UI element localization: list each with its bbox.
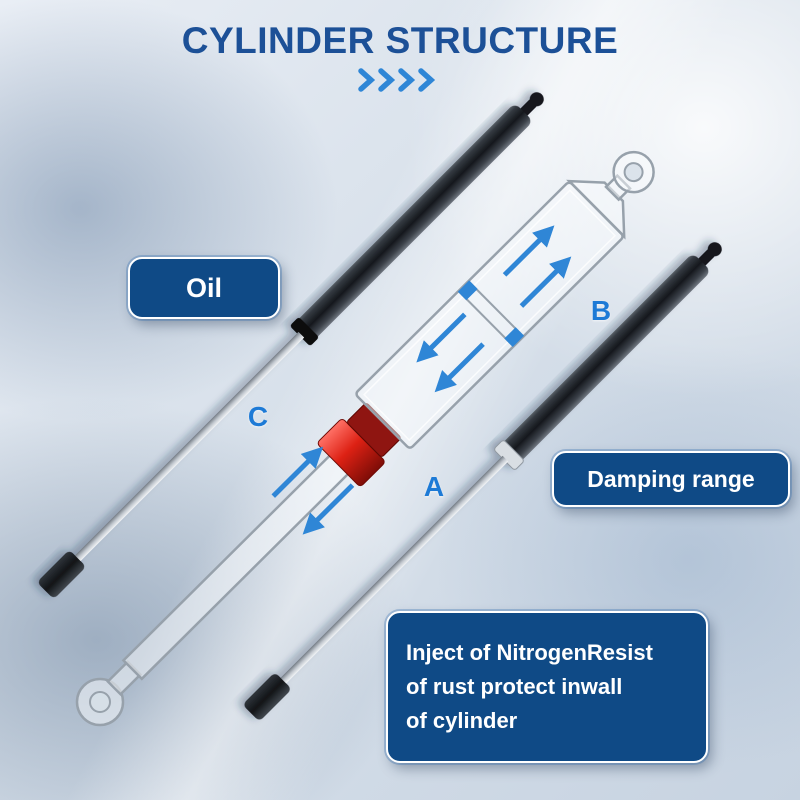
oil-label: Oil: [185, 272, 222, 303]
marker-b: B: [590, 295, 612, 326]
cylinder-schematic: [75, 150, 655, 727]
gas-strut-lower: [244, 242, 722, 720]
marker-a: A: [423, 471, 445, 502]
nitrogen-line-2: of rust protect inwall: [406, 673, 623, 699]
strut-cylinder-body: [503, 255, 709, 461]
schematic-eyelet-bottom: [75, 660, 143, 727]
callout-oil: Oil: [128, 257, 280, 319]
gas-flow-arrows: [271, 225, 572, 535]
schematic-piston: [457, 280, 525, 348]
strut-rod: [72, 331, 305, 564]
damping-range-label: Damping range: [587, 465, 755, 492]
strut-collar: [290, 317, 319, 346]
strut-rod: [277, 455, 509, 687]
schematic-pressure-tube: [355, 181, 624, 449]
nitrogen-line-1: Inject of NitrogenResist: [406, 639, 653, 665]
strut-end-fitting: [244, 674, 290, 720]
gas-strut-upper: [38, 92, 544, 598]
strut-cylinder-body: [297, 105, 531, 339]
callout-damping-range: Damping range: [552, 451, 790, 507]
chevrons-right-icon: [358, 68, 436, 92]
marker-c: C: [247, 401, 269, 432]
schematic-eyelet-top: [566, 150, 655, 240]
callout-nitrogen: Inject of NitrogenResist of rust protect…: [386, 611, 708, 763]
page-title: CYLINDER STRUCTURE: [181, 20, 619, 61]
nitrogen-line-3: of cylinder: [406, 708, 518, 734]
strut-end-fitting: [38, 551, 85, 598]
